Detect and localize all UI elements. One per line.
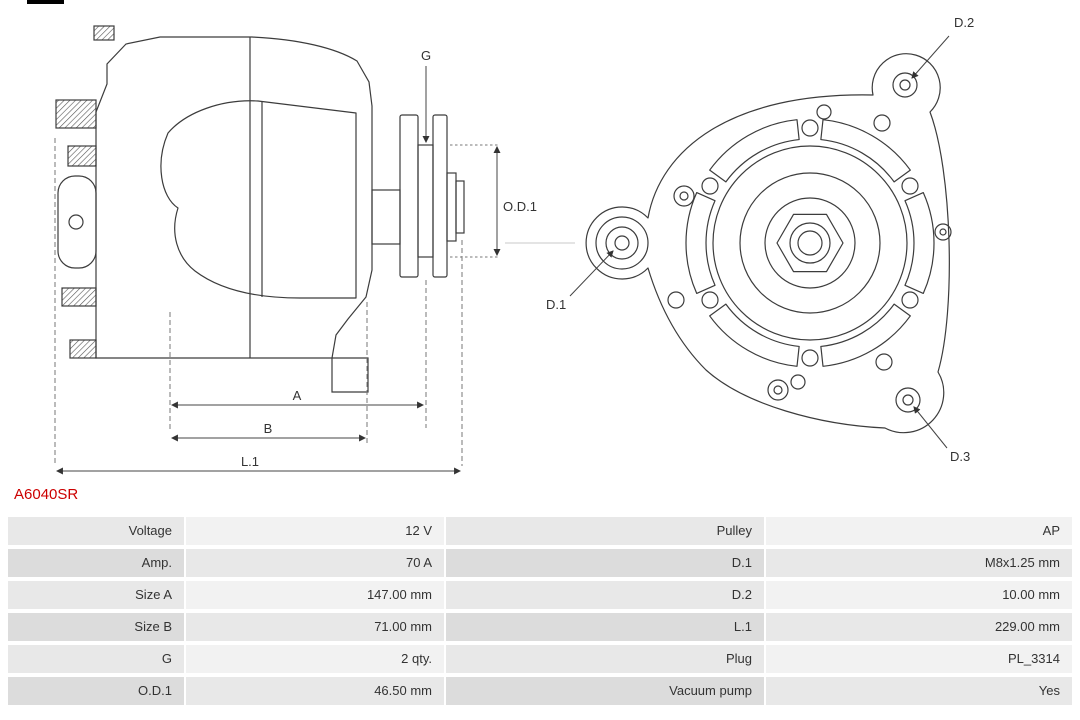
spec-label: Vacuum pump — [446, 677, 764, 705]
pulley-groove — [417, 144, 434, 258]
spec-label: Amp. — [8, 549, 184, 577]
dimension-lines — [55, 66, 501, 475]
spec-value: 12 V — [186, 517, 444, 545]
dim-label-d3: D.3 — [950, 449, 970, 464]
spec-value: PL_3314 — [766, 645, 1072, 673]
spec-value: M8x1.25 mm — [766, 549, 1072, 577]
spec-value: 147.00 mm — [186, 581, 444, 609]
alternator-body-outline — [95, 36, 373, 393]
spec-label: D.1 — [446, 549, 764, 577]
dim-label-g: G — [421, 48, 431, 63]
spec-label: Pulley — [446, 517, 764, 545]
side-view-drawing: G O.D.1 A B L.1 — [54, 25, 575, 475]
dim-label-od1: O.D.1 — [503, 199, 537, 214]
rear-studs — [55, 25, 115, 359]
spec-label: Plug — [446, 645, 764, 673]
leader-d2 — [911, 35, 950, 79]
spec-value: 46.50 mm — [186, 677, 444, 705]
spec-label: Size B — [8, 613, 184, 641]
stud-lower — [61, 287, 97, 307]
dim-label-b: B — [264, 421, 273, 436]
spec-label: Voltage — [8, 517, 184, 545]
spec-value: 229.00 mm — [766, 613, 1072, 641]
side-boss-hole — [68, 214, 84, 230]
mounting-ears — [595, 72, 921, 413]
spec-table: Voltage 12 V Pulley AP Amp. 70 A D.1 M8x… — [8, 517, 1072, 705]
dim-label-l1: L.1 — [241, 454, 259, 469]
side-boss — [57, 175, 97, 269]
stud-top — [55, 99, 97, 129]
pulley-disc-front — [432, 114, 448, 278]
spec-label: D.2 — [446, 581, 764, 609]
spec-value: 71.00 mm — [186, 613, 444, 641]
dim-label-d1: D.1 — [546, 297, 566, 312]
page-corner-mark — [27, 0, 64, 4]
spec-value: AP — [766, 517, 1072, 545]
through-bolts — [673, 185, 952, 401]
front-bracket-profile — [160, 100, 357, 299]
cooling-holes — [667, 104, 919, 390]
leader-d3 — [913, 406, 948, 449]
leader-d1 — [569, 250, 614, 297]
stud-bottom — [69, 339, 97, 359]
top-lug — [93, 25, 115, 41]
spec-label: O.D.1 — [8, 677, 184, 705]
shaft — [371, 189, 401, 245]
spec-value: 2 qty. — [186, 645, 444, 673]
rear-leader-lines — [569, 35, 950, 449]
rear-housing-outline — [585, 53, 950, 434]
dim-label-a: A — [293, 388, 302, 403]
spec-label: L.1 — [446, 613, 764, 641]
pulley-assembly — [371, 114, 465, 278]
spec-label: G — [8, 645, 184, 673]
shaft-washer — [446, 172, 457, 242]
vent-slots — [685, 109, 935, 377]
spec-value: 70 A — [186, 549, 444, 577]
rear-view-drawing: D.2 D.1 D.3 — [546, 15, 974, 464]
spec-value: 10.00 mm — [766, 581, 1072, 609]
rotor-center — [712, 145, 908, 341]
extension-lines — [54, 138, 575, 466]
shaft-nut-hex — [776, 213, 844, 273]
part-number: A6040SR — [14, 486, 79, 503]
shaft-nut — [455, 180, 465, 234]
dim-label-d2: D.2 — [954, 15, 974, 30]
pulley-disc-rear — [399, 114, 419, 278]
spec-label: Size A — [8, 581, 184, 609]
alternator-technical-drawing: G O.D.1 A B L.1 — [54, 15, 974, 475]
spec-value: Yes — [766, 677, 1072, 705]
stud-upper — [67, 145, 97, 167]
